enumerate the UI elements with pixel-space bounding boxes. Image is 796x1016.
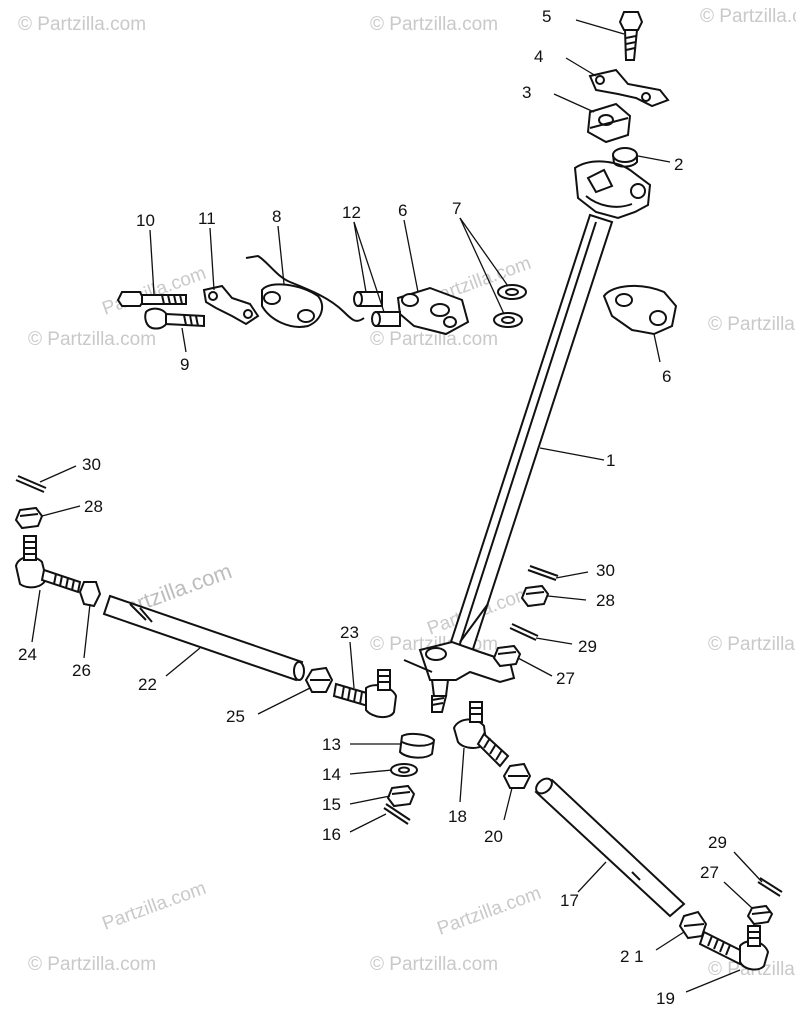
callout-27-right: 27	[700, 863, 719, 882]
bolt-long	[116, 291, 187, 307]
callout-21: 2 1	[620, 947, 644, 966]
callout-6-left: 6	[398, 201, 407, 220]
nut-21	[678, 910, 708, 940]
callout-25: 25	[226, 707, 245, 726]
nut-27-right	[746, 904, 774, 926]
watermark: © Partzilla.com	[370, 329, 498, 350]
watermark: © Partzilla.com	[28, 329, 156, 350]
nut-left	[78, 581, 102, 608]
bushings	[493, 284, 527, 328]
callout-2: 2	[674, 155, 683, 174]
tie-rod-right	[534, 777, 686, 918]
nut-15	[386, 784, 416, 808]
nut-20	[502, 762, 532, 789]
callout-27-mid: 27	[556, 669, 575, 688]
nut-mid	[492, 644, 522, 668]
spacers	[353, 291, 401, 327]
bolt-top	[618, 11, 644, 61]
watermarks: © Partzilla.com © Partzilla.com © Partzi…	[18, 6, 796, 980]
holder-upper	[586, 102, 632, 144]
leader-lines	[31, 19, 763, 993]
callout-28-left: 28	[84, 497, 103, 516]
cotter-pin-29-right	[757, 877, 783, 897]
callout-11: 11	[198, 209, 216, 228]
watermark: Partzilla.com	[435, 883, 544, 940]
callout-3: 3	[522, 83, 531, 102]
callout-29-mid: 29	[578, 637, 597, 656]
tie-rod-end-left	[14, 535, 82, 594]
bolt-short	[144, 307, 205, 330]
watermark: © Partzilla.com	[708, 314, 796, 335]
callout-6-right: 6	[662, 367, 671, 386]
pitman-arm	[403, 603, 516, 713]
callout-8: 8	[272, 207, 281, 226]
callout-9: 9	[180, 355, 189, 374]
callout-30-right: 30	[596, 561, 615, 580]
callout-7: 7	[452, 199, 461, 218]
watermark: © Partzilla.com	[18, 14, 146, 35]
callout-24: 24	[18, 645, 37, 664]
callout-14: 14	[322, 765, 341, 784]
holder-right	[602, 284, 678, 336]
watermark: © Partzilla.com	[28, 954, 156, 975]
callout-26: 26	[72, 661, 91, 680]
watermark: Partzilla.com	[100, 878, 209, 935]
washer-14	[390, 763, 418, 777]
callout-15: 15	[322, 795, 341, 814]
callout-22: 22	[138, 675, 157, 694]
holder-left	[396, 286, 470, 336]
callout-29-right: 29	[708, 833, 727, 852]
callout-13: 13	[322, 735, 341, 754]
callout-16: 16	[322, 825, 341, 844]
cotter-pin-mid	[509, 623, 539, 641]
tie-rod-end-right	[452, 701, 510, 768]
nut-25	[304, 666, 334, 693]
callout-18: 18	[448, 807, 467, 826]
callout-17: 17	[560, 891, 579, 910]
watermark: © Partzilla.com	[370, 954, 498, 975]
callout-12: 12	[342, 203, 361, 222]
watermark: © Partzilla.com	[700, 6, 796, 27]
watermark: © Partzilla.com	[370, 14, 498, 35]
lock-plate	[588, 68, 670, 108]
cotter-pins	[15, 475, 559, 581]
callout-10: 10	[136, 211, 155, 230]
callout-28-right: 28	[596, 591, 615, 610]
tie-rod-end-center	[332, 669, 398, 718]
link-arm	[245, 254, 365, 328]
tie-rod-end-far-right	[698, 925, 770, 971]
cotter-pin-16	[383, 803, 411, 825]
callout-23: 23	[340, 623, 359, 642]
collar	[612, 147, 638, 168]
callout-labels: 5 4 3 2 10 11 8 12 6 7 6 9 1 30 28 30 28…	[18, 7, 727, 1008]
shaft-top-holder	[573, 160, 652, 220]
castle-nuts	[14, 506, 550, 608]
callout-20: 20	[484, 827, 503, 846]
callout-30-left: 30	[82, 455, 101, 474]
callout-5: 5	[542, 7, 551, 26]
collar-13	[398, 732, 436, 759]
part-drawings	[14, 11, 783, 993]
bracket	[202, 284, 260, 326]
callout-1: 1	[606, 451, 615, 470]
tie-rod-left	[102, 594, 305, 682]
watermark: © Partzilla.com	[708, 634, 796, 655]
callout-19: 19	[656, 989, 675, 1008]
callout-4: 4	[534, 47, 543, 66]
